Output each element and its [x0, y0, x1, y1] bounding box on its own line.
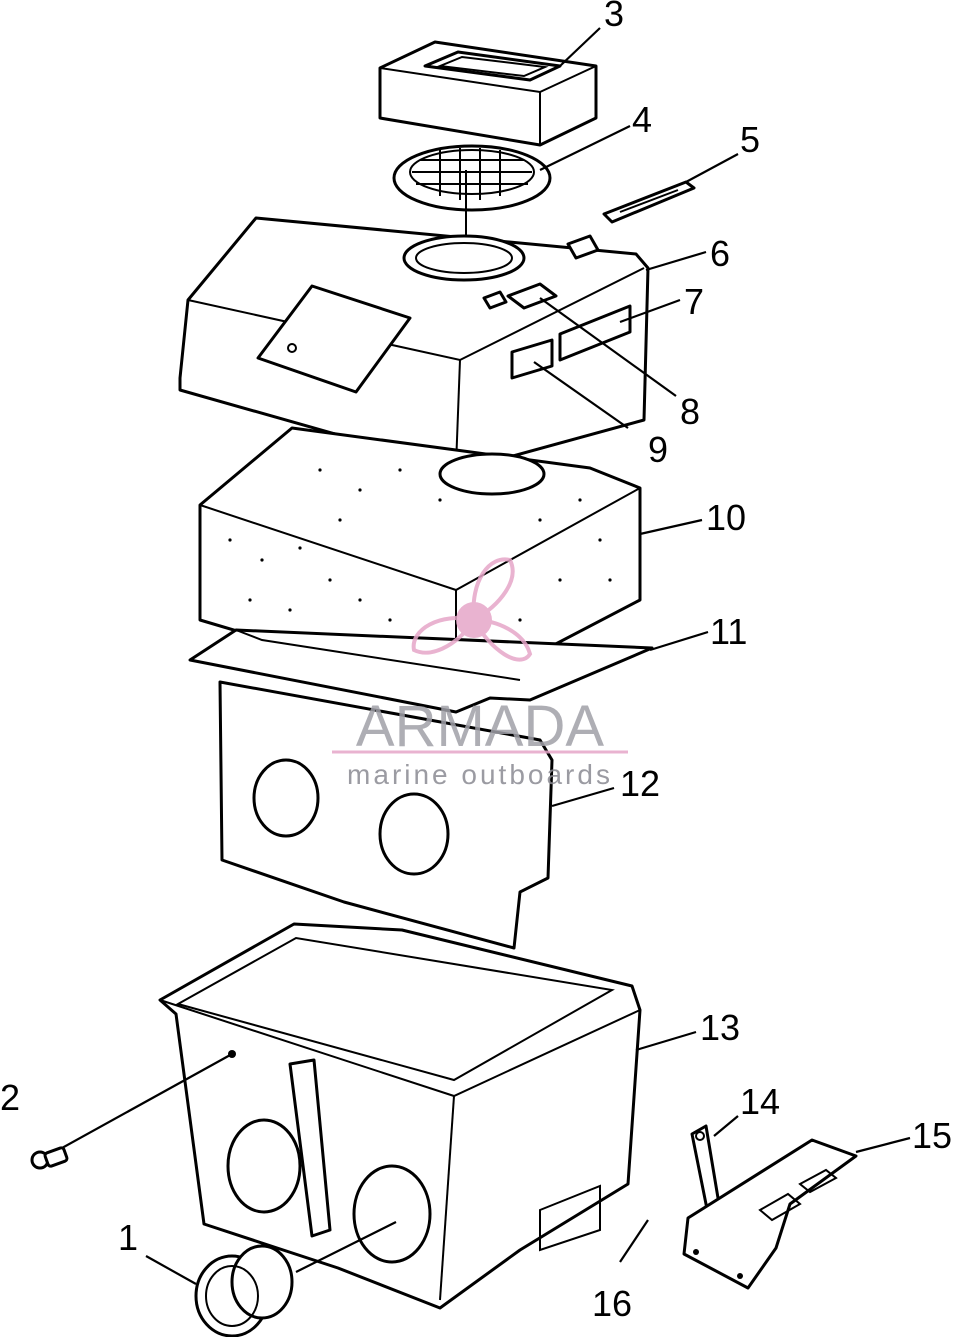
- watermark-tagline: marine outboards: [347, 759, 613, 790]
- propeller-icon: [411, 557, 533, 662]
- callout-14: 14: [740, 1081, 780, 1122]
- part-1-duct-fitting: [194, 1244, 294, 1337]
- callout-12: 12: [620, 763, 660, 804]
- callout-15: 15: [912, 1115, 952, 1156]
- callout-5: 5: [740, 119, 760, 160]
- callout-8: 8: [680, 391, 700, 432]
- part-5-strip: [602, 180, 696, 224]
- callout-1: 1: [118, 1217, 138, 1258]
- part-15-mounting-bracket: [682, 1138, 858, 1290]
- callout-7: 7: [684, 281, 704, 322]
- callout-2: 2: [0, 1077, 20, 1118]
- callout-16: 16: [592, 1283, 632, 1324]
- watermark-brand: ARMADA: [356, 694, 604, 759]
- part-13-air-box-housing: [158, 922, 642, 1310]
- part-4-screen-grille: [392, 144, 552, 258]
- part-6-air-box-cover: [178, 216, 650, 472]
- callout-10: 10: [706, 497, 746, 538]
- callout-3: 3: [604, 0, 624, 34]
- watermark: ARMADA marine outboards: [332, 557, 628, 790]
- part-3-foam-pad: [378, 40, 598, 147]
- callout-9: 9: [648, 429, 668, 470]
- part-2-screw: [30, 1146, 69, 1170]
- part-11-gasket: [188, 628, 654, 714]
- callout-4: 4: [632, 99, 652, 140]
- callout-11: 11: [710, 611, 747, 652]
- part-12-baffle-plate: [218, 680, 554, 950]
- callout-6: 6: [710, 233, 730, 274]
- leader-lines: [61, 27, 911, 1285]
- callout-13: 13: [700, 1007, 740, 1048]
